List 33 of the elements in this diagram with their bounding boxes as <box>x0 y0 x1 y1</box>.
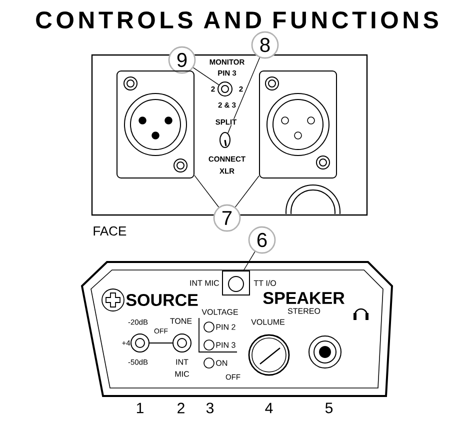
panel-label: TT I/O <box>254 280 276 286</box>
section-heading: SOURCE <box>126 294 198 306</box>
panel-label: TONE <box>170 318 192 324</box>
callout-number: 6 <box>248 226 276 254</box>
leader-line <box>243 251 256 271</box>
panel-label: ON <box>216 360 228 366</box>
panel-label: VOLTAGE <box>202 309 238 315</box>
leader-line <box>193 67 220 86</box>
leader-line <box>194 175 220 208</box>
panel-label: INT MIC <box>175 359 190 377</box>
callout-number: 8 <box>251 31 279 59</box>
panel-label: PIN 3 <box>216 342 236 348</box>
callout-number: 1 <box>136 402 144 414</box>
leader-line <box>234 176 260 208</box>
callout-number: 9 <box>168 46 196 74</box>
callout-number: 5 <box>325 402 333 414</box>
xlr-connector <box>259 70 337 178</box>
callout-number: 3 <box>206 402 214 414</box>
monitor-jack <box>218 82 232 96</box>
diagram-title: CONTROLS AND FUNCTIONS <box>36 12 438 28</box>
leader-line <box>228 57 260 134</box>
callout-number: 2 <box>178 402 184 414</box>
section-heading: SPEAKER <box>263 292 345 304</box>
toggle-switch <box>220 132 230 148</box>
panel-label: VOLUME <box>251 319 285 325</box>
panel-label: INT MIC <box>190 280 219 286</box>
panel-label: STEREO <box>288 308 320 314</box>
view-label: FACE <box>94 226 126 236</box>
callout-number: 7 <box>213 204 241 232</box>
panel-label: PIN 2 <box>216 324 236 330</box>
callout-number: 4 <box>265 402 273 414</box>
switch-button <box>222 270 250 296</box>
xlr-connector <box>116 70 194 178</box>
